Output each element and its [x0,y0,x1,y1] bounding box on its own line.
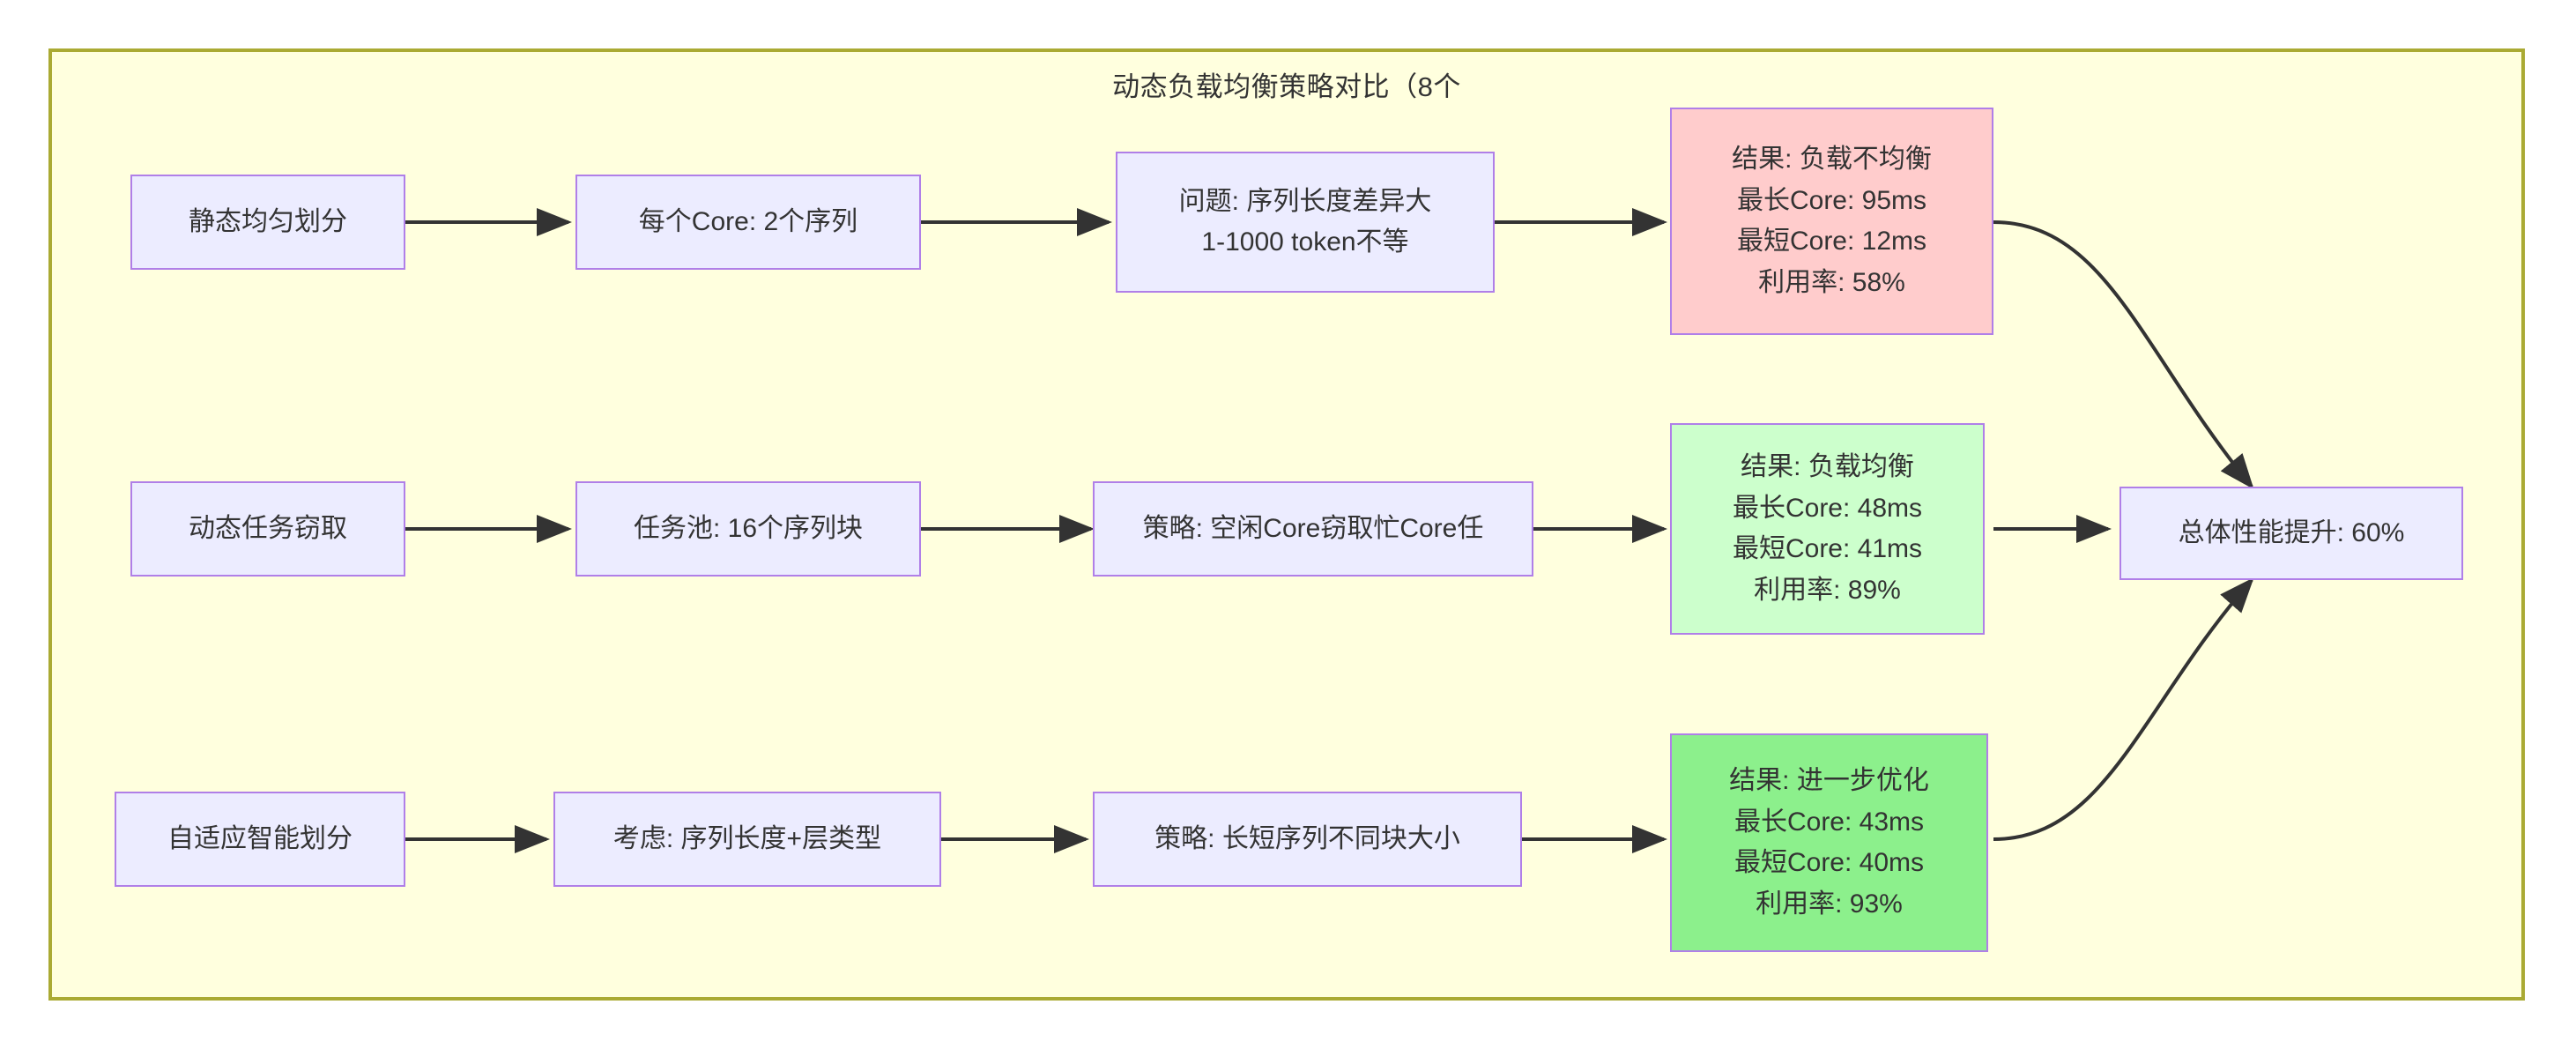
node-strategy-idle-core-steals[interactable]: 策略: 空闲Core窃取忙Core任 [1093,481,1533,577]
node-line: 利用率: 93% [1756,889,1903,919]
node-line: 最短Core: 41ms [1732,534,1923,563]
node-line: 1-1000 token不等 [1201,227,1409,257]
node-result-further-optimized[interactable]: 结果: 进一步优化 最长Core: 43ms 最短Core: 40ms 利用率:… [1670,733,1988,952]
node-task-pool-16-blocks[interactable]: 任务池: 16个序列块 [575,481,921,577]
node-line: 每个Core: 2个序列 [638,206,858,236]
node-result-load-balanced[interactable]: 结果: 负载均衡 最长Core: 48ms 最短Core: 41ms 利用率: … [1670,423,1985,635]
node-line: 静态均匀划分 [189,206,347,236]
node-line: 自适应智能划分 [167,823,353,853]
node-line: 最短Core: 12ms [1736,227,1927,256]
node-problem-seq-length-variance[interactable]: 问题: 序列长度差异大 1-1000 token不等 [1116,152,1495,293]
node-line: 最短Core: 40ms [1733,848,1925,877]
node-strategy-variable-block-size[interactable]: 策略: 长短序列不同块大小 [1093,792,1522,887]
node-consider-seq-length-layer-type[interactable]: 考虑: 序列长度+层类型 [553,792,941,887]
node-line: 利用率: 58% [1758,267,1905,297]
diagram-title: 动态负载均衡策略对比（8个 [1112,71,1461,102]
node-line: 最长Core: 43ms [1733,807,1925,837]
node-line: 利用率: 89% [1754,575,1901,605]
node-line: 总体性能提升: 60% [2178,517,2405,547]
node-line: 任务池: 16个序列块 [633,513,864,543]
node-line: 结果: 进一步优化 [1729,766,1929,795]
node-line: 结果: 负载均衡 [1741,452,1914,481]
node-result-load-imbalanced[interactable]: 结果: 负载不均衡 最长Core: 95ms 最短Core: 12ms 利用率:… [1670,108,1993,335]
node-two-seq-per-core[interactable]: 每个Core: 2个序列 [575,175,921,270]
node-overall-performance-gain[interactable]: 总体性能提升: 60% [2119,487,2463,580]
node-dynamic-work-stealing[interactable]: 动态任务窃取 [130,481,405,577]
node-adaptive-smart-partition[interactable]: 自适应智能划分 [115,792,405,887]
node-line: 最长Core: 48ms [1732,493,1923,523]
node-line: 最长Core: 95ms [1736,185,1927,215]
node-line: 问题: 序列长度差异大 [1178,186,1432,216]
node-static-uniform-partition[interactable]: 静态均匀划分 [130,175,405,270]
node-line: 考虑: 序列长度+层类型 [612,823,882,853]
node-line: 策略: 长短序列不同块大小 [1154,823,1460,853]
node-line: 结果: 负载不均衡 [1732,145,1932,174]
node-line: 动态任务窃取 [189,513,347,543]
node-line: 策略: 空闲Core窃取忙Core任 [1142,513,1484,543]
